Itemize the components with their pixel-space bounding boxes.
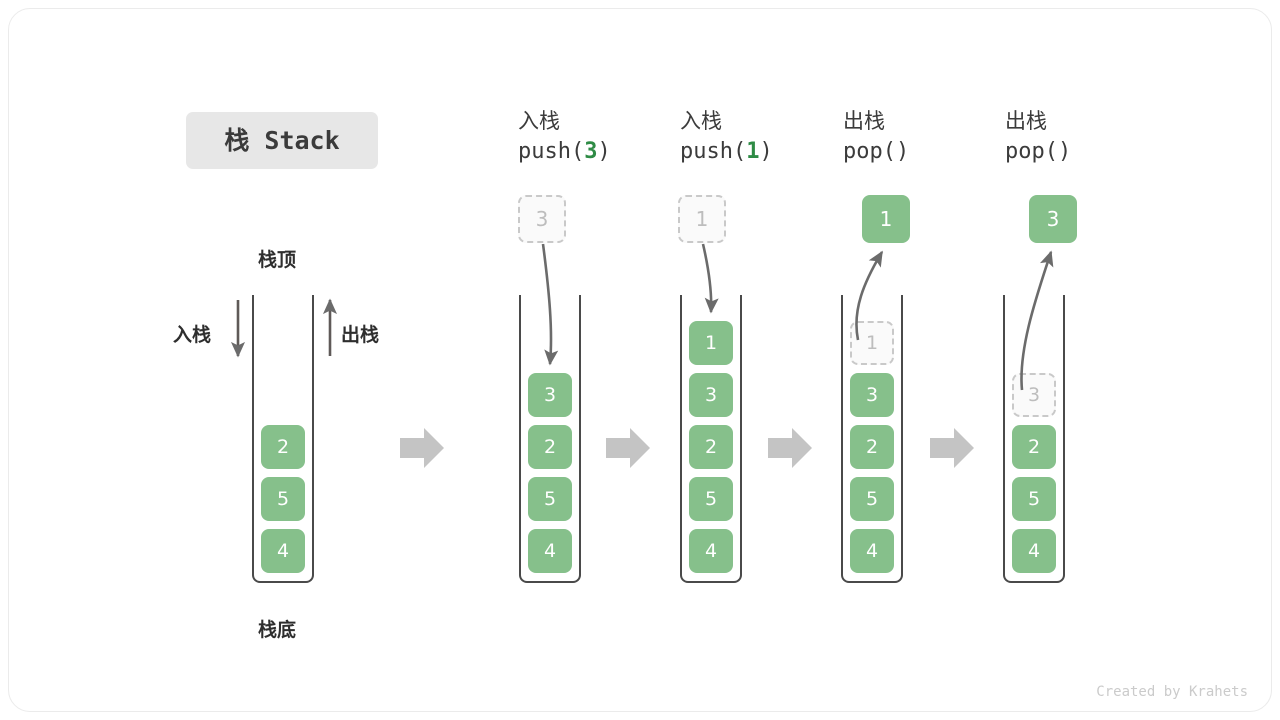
vacated-slot-1: 1 <box>850 321 894 365</box>
stack-cell: 4 <box>850 529 894 573</box>
code-arg-push-3: 3 <box>584 139 598 164</box>
stack-top-label: 栈顶 <box>258 249 297 271</box>
column-header-cn-pop-3: 出栈 <box>1005 109 1047 133</box>
column-header-code-pop-3: pop() <box>1005 139 1072 164</box>
stack-cell: 2 <box>261 425 305 469</box>
column-header-cn-push-1: 入栈 <box>680 109 722 133</box>
stack-tube-initial <box>252 295 314 583</box>
stack-cell: 1 <box>689 321 733 365</box>
incoming-element-3: 3 <box>518 195 566 243</box>
pop-side-label: 出栈 <box>341 324 380 346</box>
code-arg-push-1: 1 <box>746 139 760 164</box>
stack-tube-push-1 <box>680 295 742 583</box>
flow-arrow <box>400 428 444 468</box>
stack-bottom-label: 栈底 <box>258 619 297 641</box>
push-side-label: 入栈 <box>173 324 212 346</box>
popped-element-3: 3 <box>1029 195 1077 243</box>
flow-arrow <box>606 428 650 468</box>
column-header-push-1: 入栈 push(1) <box>680 106 830 168</box>
column-header-code-pop-1: pop() <box>843 139 910 164</box>
popped-element-1: 1 <box>862 195 910 243</box>
stack-cell: 2 <box>528 425 572 469</box>
stack-tube-pop-1 <box>841 295 903 583</box>
stack-cell: 4 <box>528 529 572 573</box>
stack-cell: 5 <box>850 477 894 521</box>
stack-tube-push-3 <box>519 295 581 583</box>
stack-cell: 3 <box>850 373 894 417</box>
stack-cell: 5 <box>261 477 305 521</box>
stack-cell: 5 <box>528 477 572 521</box>
column-header-code-push-3: push(3) <box>518 139 611 164</box>
column-header-cn-pop-1: 出栈 <box>843 109 885 133</box>
diagram-title-text: 栈 Stack <box>224 126 340 155</box>
stack-cell: 2 <box>1012 425 1056 469</box>
flow-arrow <box>930 428 974 468</box>
column-header-pop-3: 出栈 pop() <box>1005 106 1155 168</box>
stack-cell: 4 <box>689 529 733 573</box>
column-header-cn-push-3: 入栈 <box>518 109 560 133</box>
column-header-pop-1: 出栈 pop() <box>843 106 993 168</box>
stack-cell: 5 <box>1012 477 1056 521</box>
incoming-element-1: 1 <box>678 195 726 243</box>
stack-tube-pop-3 <box>1003 295 1065 583</box>
vacated-slot-3: 3 <box>1012 373 1056 417</box>
stack-cell: 4 <box>261 529 305 573</box>
stack-cell: 2 <box>689 425 733 469</box>
flow-arrow <box>768 428 812 468</box>
stack-cell: 5 <box>689 477 733 521</box>
stack-cell: 3 <box>528 373 572 417</box>
stack-cell: 2 <box>850 425 894 469</box>
column-header-code-push-1: push(1) <box>680 139 773 164</box>
footer-credit: Created by Krahets <box>1096 684 1248 700</box>
stack-cell: 4 <box>1012 529 1056 573</box>
diagram-title-badge: 栈 Stack <box>186 112 378 169</box>
stack-cell: 3 <box>689 373 733 417</box>
column-header-push-3: 入栈 push(3) <box>518 106 668 168</box>
